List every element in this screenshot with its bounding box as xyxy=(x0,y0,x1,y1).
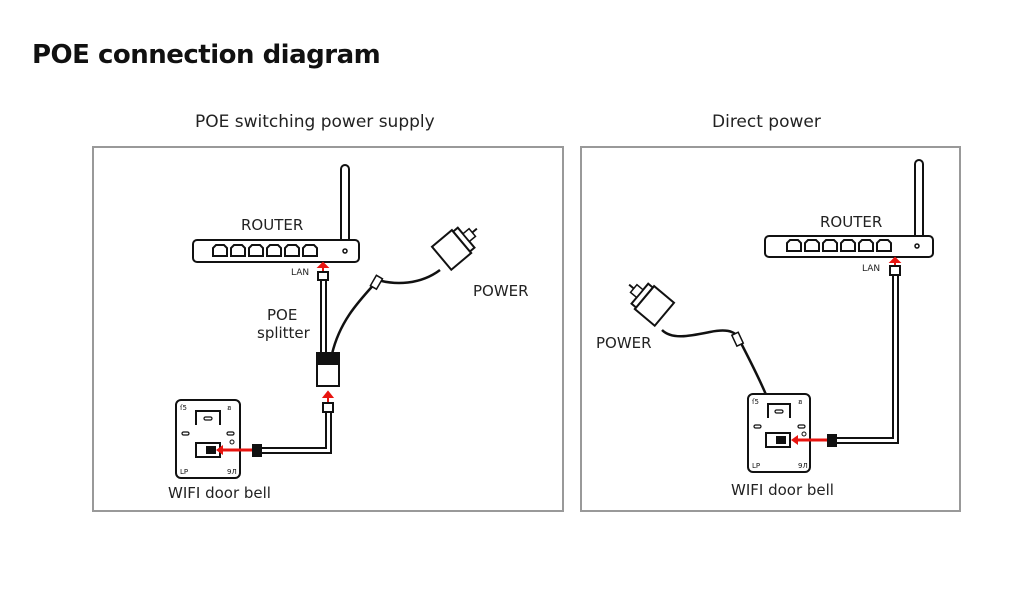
arrow-up-icon xyxy=(888,256,902,266)
router-label: ROUTER xyxy=(820,213,883,231)
power-adapter-icon xyxy=(430,226,478,272)
doorbell-icon: ſ5 ฮ LP 9Л xyxy=(747,393,811,473)
lan-plug-icon xyxy=(317,271,329,281)
svg-text:9Л: 9Л xyxy=(227,468,237,476)
router-icon xyxy=(192,164,360,263)
doorbell-label: WIFI door bell xyxy=(731,481,834,499)
svg-text:LP: LP xyxy=(180,468,188,476)
poe-splitter-icon xyxy=(316,352,340,387)
svg-text:ſ5: ſ5 xyxy=(752,398,759,406)
panel-poe-switching xyxy=(92,146,564,512)
lan-label: LAN xyxy=(862,264,881,274)
lan-plug-icon xyxy=(827,434,837,447)
svg-text:ſ5: ſ5 xyxy=(180,404,187,412)
arrow-left-icon xyxy=(216,445,252,455)
lan-label: LAN xyxy=(291,268,310,278)
router-icon xyxy=(764,159,934,258)
router-label: ROUTER xyxy=(241,216,304,234)
arrow-left-icon xyxy=(791,435,827,445)
lan-plug-icon xyxy=(322,402,334,413)
svg-text:ฮ: ฮ xyxy=(227,404,231,412)
power-adapter-icon xyxy=(628,282,676,328)
power-label: POWER xyxy=(473,282,529,300)
arrow-up-icon xyxy=(321,390,335,402)
power-label: POWER xyxy=(596,334,652,352)
svg-text:9Л: 9Л xyxy=(798,462,808,470)
page-title: POE connection diagram xyxy=(32,40,381,70)
arrow-up-icon xyxy=(316,261,330,271)
panel-title-poe: POE switching power supply xyxy=(195,112,435,132)
svg-text:LP: LP xyxy=(752,462,760,470)
poe-splitter-label-line1: POE xyxy=(267,306,298,324)
panel-title-direct: Direct power xyxy=(712,112,821,132)
poe-splitter-label-line2: splitter xyxy=(257,324,310,342)
svg-text:ฮ: ฮ xyxy=(798,398,802,406)
lan-plug-icon xyxy=(252,444,262,457)
doorbell-label: WIFI door bell xyxy=(168,484,271,502)
lan-plug-icon xyxy=(889,265,901,276)
